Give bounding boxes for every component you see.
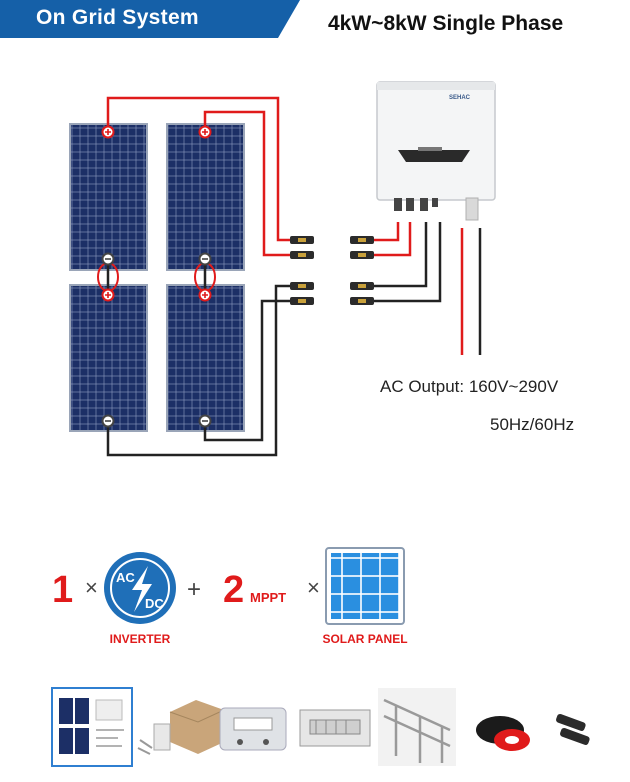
multiply-sign-1: × [85,575,98,600]
page-title: On Grid System [36,6,199,29]
solar-panel-bottom-left [69,284,148,432]
inverter-quantity: 1 [52,569,73,611]
accessory-thumbnails [51,687,590,767]
solar-panel-label: SOLAR PANEL [322,632,407,646]
thumb-boxed-inverter [137,700,225,755]
dc-label: DC [145,596,164,611]
mc4-connectors [290,236,374,305]
thumb-distribution-box [299,709,371,747]
thumb-mounting-rack [378,688,456,766]
ac-dc-inverter-icon: AC DC [104,552,176,624]
thumb-combiner-box [219,707,287,751]
header-banner [0,0,300,38]
thumb-mc4-connector [556,713,590,745]
ac-output-spec: AC Output: 160V~290V [380,377,559,396]
solar-panel-bottom-right [166,284,245,432]
negative-wires [106,222,482,457]
plus-sign: + [187,576,201,603]
solar-panel-top-left [69,123,148,271]
positive-wires [106,96,464,355]
terminals [101,125,212,428]
thumb-pv-cable [476,716,530,751]
inverter-label: INVERTER [110,632,171,646]
inverter-brand: SEHAC [449,95,471,101]
thumb-system-kit [51,687,133,767]
solar-panel-icon [325,547,405,625]
mppt-label: MPPT [250,590,286,605]
page-subtitle: 4kW~8kW Single Phase [328,12,564,35]
inverter-unit: SEHAC [376,81,496,221]
ac-frequency-spec: 50Hz/60Hz [490,415,575,434]
mppt-quantity: 2 [223,569,244,611]
ac-label: AC [116,570,135,585]
multiply-sign-2: × [307,575,320,600]
solar-panel-top-right [166,123,245,271]
